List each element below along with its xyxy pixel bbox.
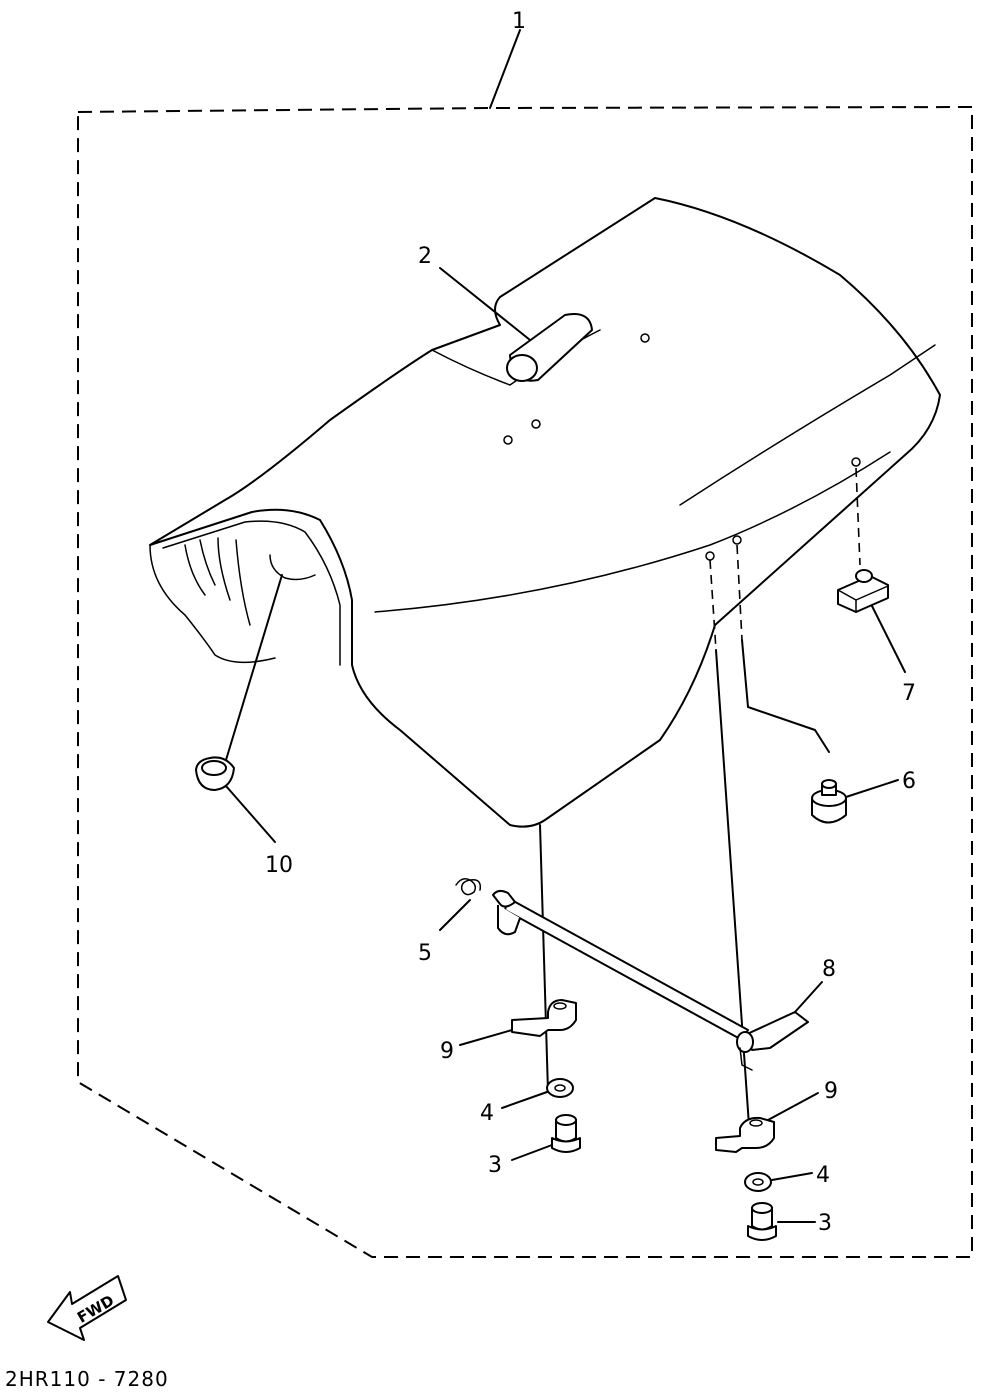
leader-6 <box>845 779 899 798</box>
fwd-arrow-icon: FWD <box>47 1275 127 1341</box>
leader-10-up <box>225 574 283 761</box>
leader-9b <box>767 1092 819 1121</box>
callout-6: 6 <box>902 769 916 794</box>
center-line-left <box>539 824 549 1093</box>
leader-6-down <box>741 639 830 753</box>
leader-8 <box>794 981 823 1013</box>
leader-10 <box>225 785 276 843</box>
part-4-washer-right <box>744 1172 772 1192</box>
part-2-grab-bar <box>506 313 593 382</box>
callout-10: 10 <box>265 853 293 878</box>
callout-7: 7 <box>902 681 916 706</box>
part-8-lock-lever <box>492 889 809 1071</box>
callout-3-right: 3 <box>818 1211 832 1236</box>
leader-3a <box>511 1144 553 1161</box>
dash-line-left <box>709 559 717 651</box>
callout-3-left: 3 <box>488 1153 502 1178</box>
callout-9-right: 9 <box>824 1079 838 1104</box>
dash-line-7 <box>855 467 861 566</box>
drawing-code: 2HR110 - 7280 <box>5 1367 169 1391</box>
leader-2 <box>439 267 531 341</box>
callout-2: 2 <box>418 244 432 269</box>
leader-4b <box>771 1172 813 1181</box>
part-6-damper <box>811 779 847 824</box>
part-9-bracket-right <box>715 1116 775 1153</box>
callout-4-left: 4 <box>480 1101 494 1126</box>
part-4-washer-left <box>546 1078 574 1098</box>
center-line-right <box>715 649 751 1141</box>
leader-9a <box>459 1029 513 1046</box>
leader-1 <box>489 29 521 109</box>
part-9-bracket-left <box>511 999 577 1037</box>
part-5-spring <box>455 878 482 896</box>
part-7-nut <box>837 569 889 613</box>
callout-5: 5 <box>418 941 432 966</box>
leader-5 <box>439 899 471 931</box>
callout-1: 1 <box>512 9 526 34</box>
part-10-damper <box>195 756 235 791</box>
seat-body <box>149 197 941 828</box>
leader-4a <box>501 1091 548 1109</box>
callout-9-left: 9 <box>440 1039 454 1064</box>
callout-8: 8 <box>822 957 836 982</box>
part-3-bolt-left <box>551 1114 581 1153</box>
dash-line-right <box>736 544 743 641</box>
leader-7 <box>871 605 906 673</box>
callout-4-right: 4 <box>816 1163 830 1188</box>
part-3-bolt-right <box>747 1202 777 1241</box>
